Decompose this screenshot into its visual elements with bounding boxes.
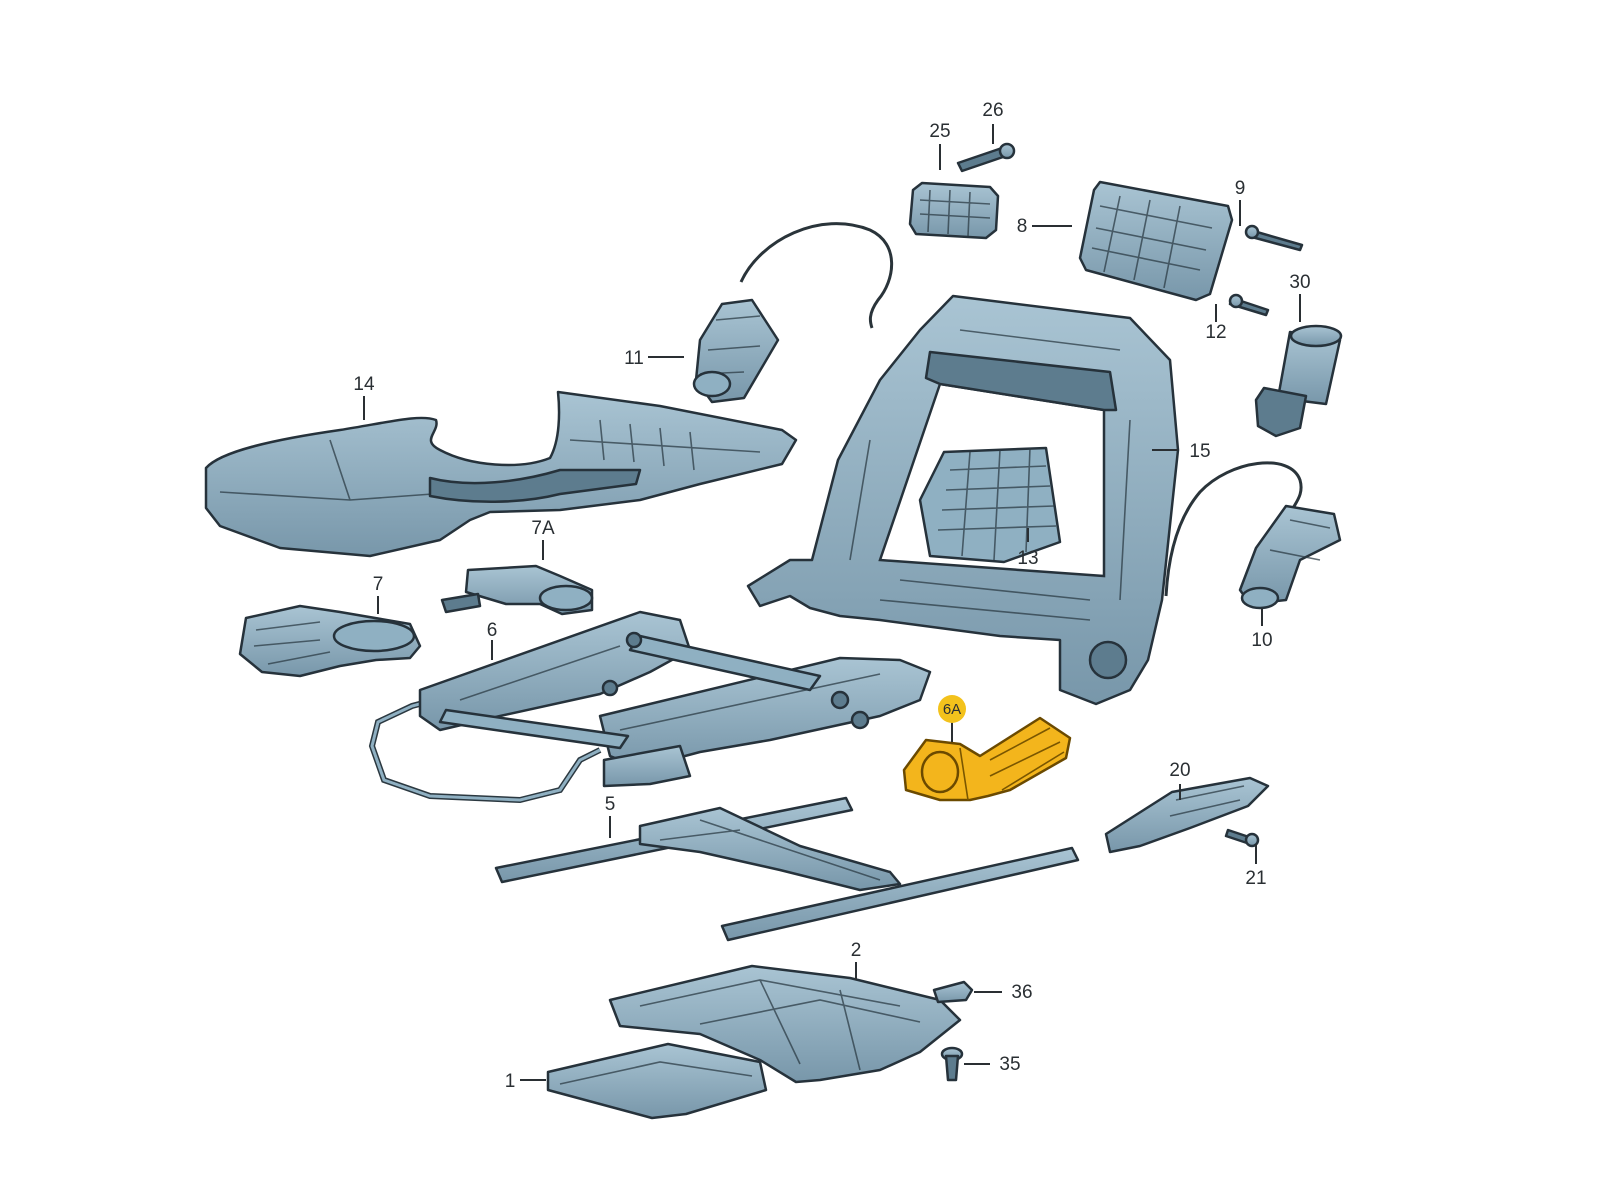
- callout-7A: 7A: [531, 518, 555, 539]
- part-6A-highlighted-bracket: [902, 716, 1072, 802]
- callout-5: 5: [605, 794, 616, 815]
- part-35-screw: [940, 1046, 964, 1082]
- callout-26: 26: [982, 100, 1003, 121]
- part-11-motor-cable: [692, 222, 894, 404]
- callout-1: 1: [505, 1071, 516, 1092]
- part-15-backrest-frame: [746, 294, 1180, 706]
- callout-6: 6: [487, 620, 498, 641]
- callout-21: 21: [1245, 868, 1266, 889]
- part-20-trim: [1104, 776, 1270, 854]
- part-26-screw: [956, 142, 1016, 173]
- part-10-motor-cable: [1164, 461, 1342, 610]
- callout-10: 10: [1251, 630, 1272, 651]
- callout-13: 13: [1017, 548, 1038, 569]
- callout-14: 14: [353, 374, 375, 395]
- leader-lines: [363, 124, 1301, 1081]
- callout-labels: 25 26 8 9 30 11 12 14 15 13 7A 7 6 10 6A…: [353, 100, 1310, 1092]
- callout-15: 15: [1189, 441, 1210, 462]
- part-30-motor: [1254, 324, 1343, 438]
- callout-36: 36: [1011, 982, 1032, 1003]
- callout-2: 2: [851, 940, 862, 961]
- callout-25: 25: [929, 121, 950, 142]
- part-25-bracket: [908, 181, 1000, 240]
- part-36-clip: [932, 980, 974, 1004]
- part-5-seat-rails: [494, 796, 1080, 942]
- callout-9: 9: [1235, 178, 1246, 199]
- part-7-bracket-motor: [238, 604, 422, 678]
- callout-8: 8: [1017, 216, 1028, 237]
- part-2-tray: [608, 964, 962, 1084]
- callout-11: 11: [624, 348, 644, 369]
- part-14-seat-cushion: [204, 390, 798, 558]
- part-6-seat-frame: [368, 610, 932, 804]
- part-8-panel: [1078, 180, 1234, 302]
- part-1-control-module: [546, 1042, 768, 1120]
- callout-6A: 6A: [943, 701, 961, 718]
- callout-7: 7: [373, 574, 384, 595]
- part-9-screw: [1244, 224, 1304, 252]
- part-21-screw: [1224, 828, 1260, 848]
- callout-20: 20: [1169, 760, 1190, 781]
- part-7A-actuator: [440, 564, 594, 616]
- part-12-screw: [1228, 293, 1270, 317]
- callout-12: 12: [1205, 322, 1226, 343]
- callout-6A-badge: [938, 695, 966, 723]
- callout-35: 35: [999, 1054, 1020, 1075]
- callout-30: 30: [1289, 272, 1310, 293]
